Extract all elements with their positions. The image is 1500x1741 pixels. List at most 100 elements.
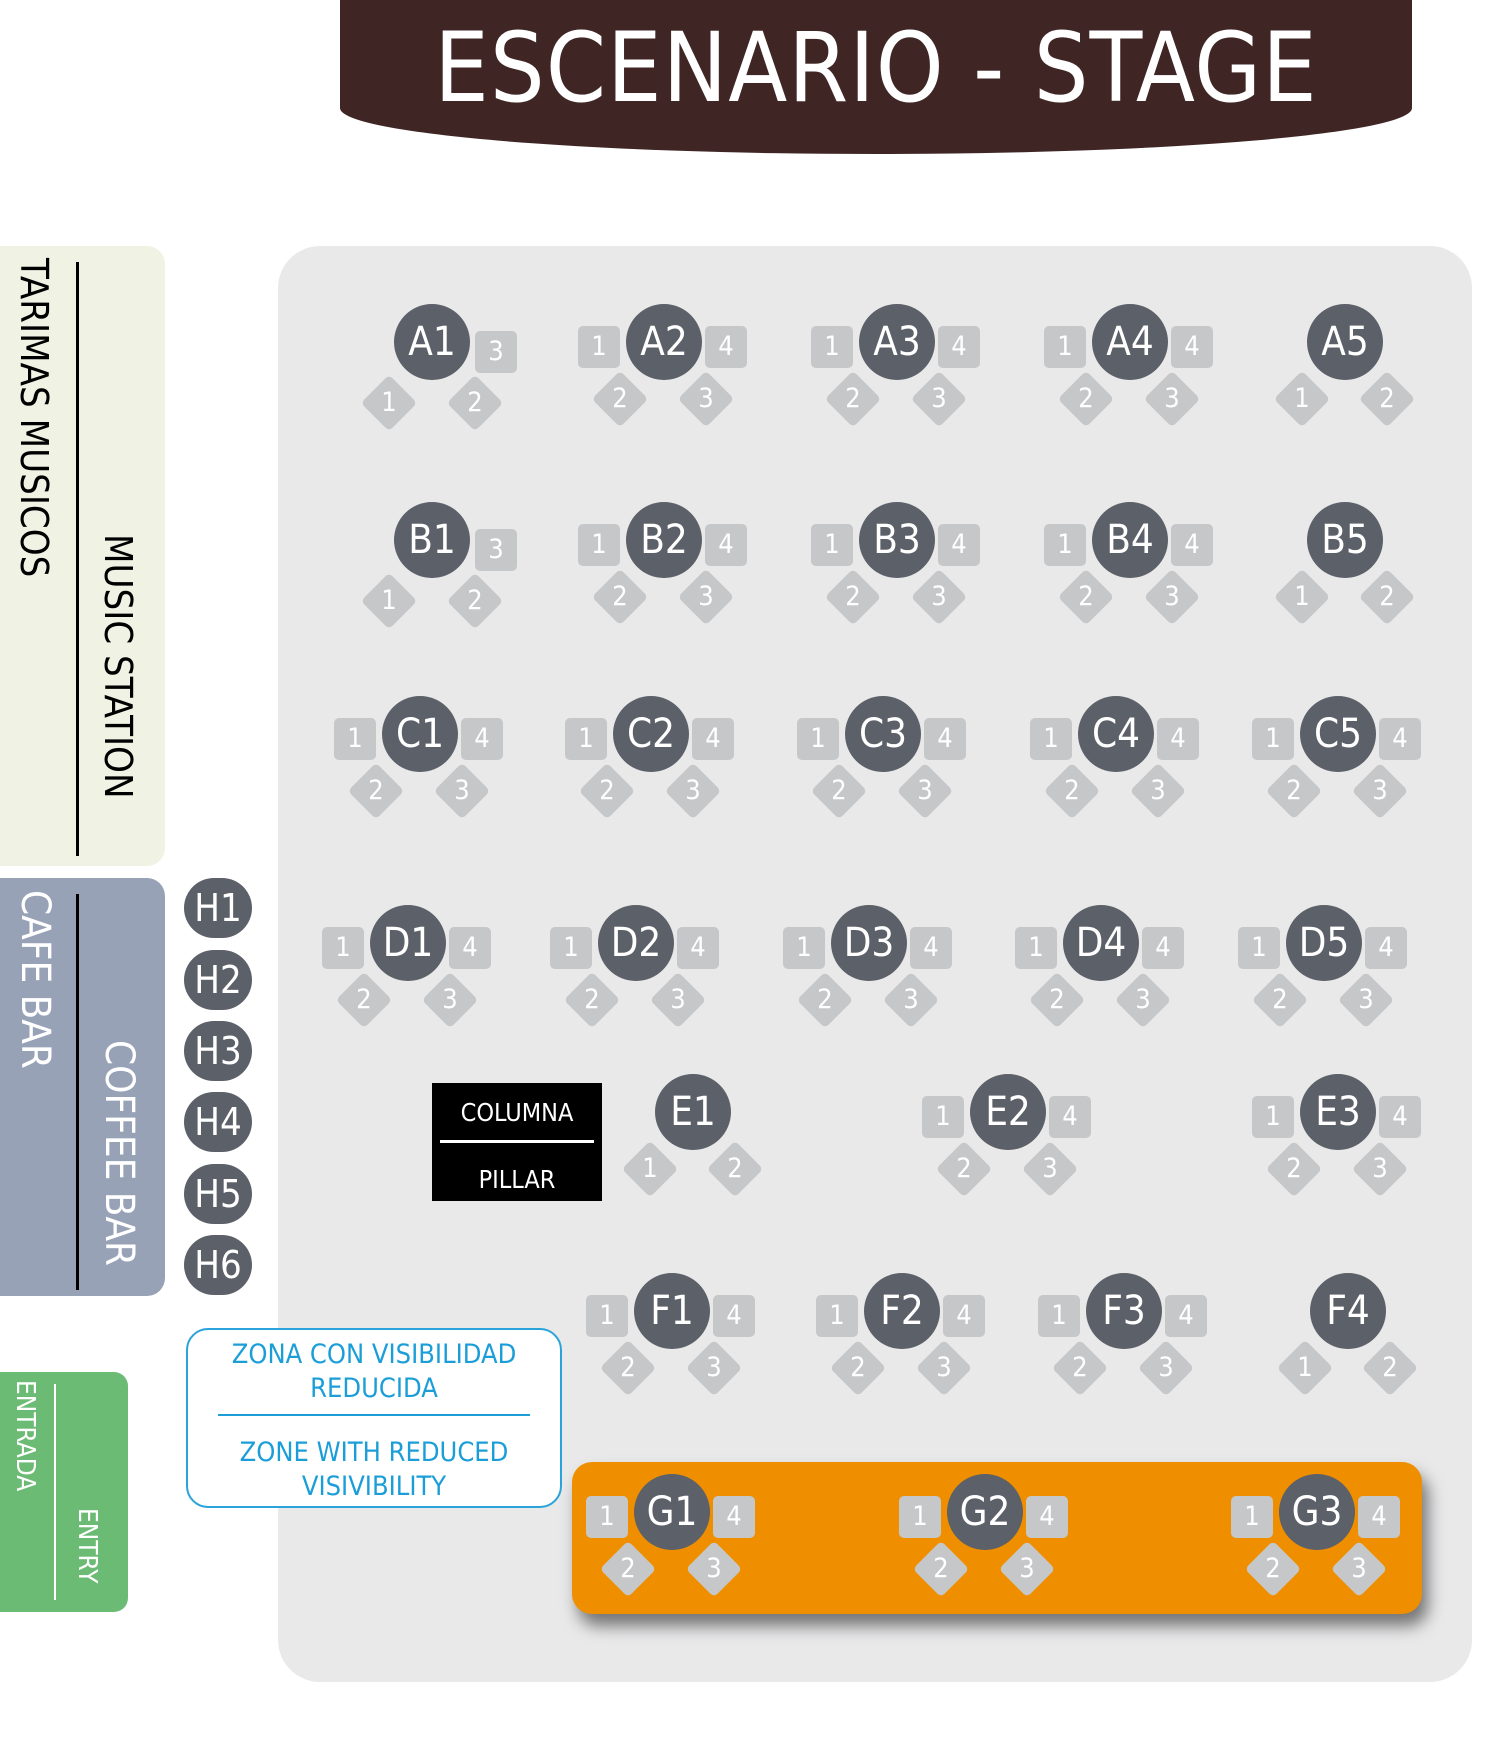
seat-b5-1[interactable]: 1 bbox=[1273, 568, 1331, 626]
seat-d1-3[interactable]: 3 bbox=[421, 971, 479, 1029]
seat-b5-2[interactable]: 2 bbox=[1358, 568, 1416, 626]
seat-c1-4[interactable]: 4 bbox=[461, 718, 503, 760]
seat-f3-4[interactable]: 4 bbox=[1165, 1295, 1207, 1337]
seat-c4-4[interactable]: 4 bbox=[1157, 718, 1199, 760]
seat-d4-4[interactable]: 4 bbox=[1142, 927, 1184, 969]
seat-b4-2[interactable]: 2 bbox=[1057, 568, 1115, 626]
seat-d2-4[interactable]: 4 bbox=[677, 927, 719, 969]
seat-f4-2[interactable]: 2 bbox=[1361, 1339, 1419, 1397]
table-label[interactable]: F4 bbox=[1310, 1273, 1386, 1349]
seat-c4-2[interactable]: 2 bbox=[1043, 762, 1101, 820]
seat-c3-4[interactable]: 4 bbox=[924, 718, 966, 760]
seat-b3-1[interactable]: 1 bbox=[811, 524, 853, 566]
seat-g1-1[interactable]: 1 bbox=[586, 1496, 628, 1538]
seat-a1-1[interactable]: 1 bbox=[360, 374, 418, 432]
table-label[interactable]: G1 bbox=[634, 1474, 710, 1550]
table-label[interactable]: A1 bbox=[394, 304, 470, 380]
seat-c2-3[interactable]: 3 bbox=[664, 762, 722, 820]
seat-d4-2[interactable]: 2 bbox=[1028, 971, 1086, 1029]
seat-a3-2[interactable]: 2 bbox=[824, 370, 882, 428]
table-label[interactable]: B4 bbox=[1092, 502, 1168, 578]
seat-c2-2[interactable]: 2 bbox=[578, 762, 636, 820]
seat-a1-3[interactable]: 3 bbox=[475, 331, 517, 373]
seat-a5-1[interactable]: 1 bbox=[1273, 370, 1331, 428]
seat-c5-4[interactable]: 4 bbox=[1379, 718, 1421, 760]
seat-f3-1[interactable]: 1 bbox=[1038, 1295, 1080, 1337]
table-label[interactable]: C1 bbox=[382, 696, 458, 772]
seat-e2-3[interactable]: 3 bbox=[1021, 1140, 1079, 1198]
seat-g1-2[interactable]: 2 bbox=[599, 1540, 657, 1598]
seat-f3-2[interactable]: 2 bbox=[1051, 1339, 1109, 1397]
table-label[interactable]: C2 bbox=[613, 696, 689, 772]
seat-d3-1[interactable]: 1 bbox=[783, 927, 825, 969]
seat-b1-3[interactable]: 3 bbox=[475, 529, 517, 571]
seat-c4-1[interactable]: 1 bbox=[1030, 718, 1072, 760]
seat-d2-1[interactable]: 1 bbox=[550, 927, 592, 969]
seat-g3-1[interactable]: 1 bbox=[1231, 1496, 1273, 1538]
seat-d3-3[interactable]: 3 bbox=[882, 971, 940, 1029]
bar-stool-h2[interactable]: H2 bbox=[184, 950, 252, 1010]
table-label[interactable]: D1 bbox=[370, 905, 446, 981]
seat-g3-4[interactable]: 4 bbox=[1358, 1496, 1400, 1538]
seat-b1-2[interactable]: 2 bbox=[446, 572, 504, 630]
seat-g2-3[interactable]: 3 bbox=[998, 1540, 1056, 1598]
seat-d1-1[interactable]: 1 bbox=[322, 927, 364, 969]
bar-stool-h4[interactable]: H4 bbox=[184, 1092, 252, 1152]
seat-e1-2[interactable]: 2 bbox=[706, 1140, 764, 1198]
table-label[interactable]: E3 bbox=[1300, 1074, 1376, 1150]
table-label[interactable]: D3 bbox=[831, 905, 907, 981]
seat-e1-1[interactable]: 1 bbox=[621, 1140, 679, 1198]
seat-d3-4[interactable]: 4 bbox=[910, 927, 952, 969]
seat-b4-3[interactable]: 3 bbox=[1143, 568, 1201, 626]
seat-g1-4[interactable]: 4 bbox=[713, 1496, 755, 1538]
seat-c2-4[interactable]: 4 bbox=[692, 718, 734, 760]
seat-g2-4[interactable]: 4 bbox=[1026, 1496, 1068, 1538]
seat-a3-3[interactable]: 3 bbox=[910, 370, 968, 428]
seat-b3-4[interactable]: 4 bbox=[938, 524, 980, 566]
table-label[interactable]: B1 bbox=[394, 502, 470, 578]
seat-f1-4[interactable]: 4 bbox=[713, 1295, 755, 1337]
seat-d1-4[interactable]: 4 bbox=[449, 927, 491, 969]
seat-b2-4[interactable]: 4 bbox=[705, 524, 747, 566]
seat-c1-2[interactable]: 2 bbox=[347, 762, 405, 820]
seat-a2-4[interactable]: 4 bbox=[705, 326, 747, 368]
seat-f2-4[interactable]: 4 bbox=[943, 1295, 985, 1337]
seat-b4-1[interactable]: 1 bbox=[1044, 524, 1086, 566]
seat-a2-3[interactable]: 3 bbox=[677, 370, 735, 428]
seat-f3-3[interactable]: 3 bbox=[1137, 1339, 1195, 1397]
seat-b2-2[interactable]: 2 bbox=[591, 568, 649, 626]
bar-stool-h6[interactable]: H6 bbox=[184, 1235, 252, 1295]
seat-f2-1[interactable]: 1 bbox=[816, 1295, 858, 1337]
seat-g2-2[interactable]: 2 bbox=[912, 1540, 970, 1598]
seat-d4-1[interactable]: 1 bbox=[1015, 927, 1057, 969]
seat-b4-4[interactable]: 4 bbox=[1171, 524, 1213, 566]
seat-g2-1[interactable]: 1 bbox=[899, 1496, 941, 1538]
table-label[interactable]: D5 bbox=[1286, 905, 1362, 981]
seat-c3-3[interactable]: 3 bbox=[896, 762, 954, 820]
seat-e3-2[interactable]: 2 bbox=[1265, 1140, 1323, 1198]
seat-a4-4[interactable]: 4 bbox=[1171, 326, 1213, 368]
table-label[interactable]: F1 bbox=[634, 1273, 710, 1349]
seat-a1-2[interactable]: 2 bbox=[446, 374, 504, 432]
seat-a5-2[interactable]: 2 bbox=[1358, 370, 1416, 428]
table-label[interactable]: B5 bbox=[1307, 502, 1383, 578]
seat-d2-2[interactable]: 2 bbox=[563, 971, 621, 1029]
seat-a3-4[interactable]: 4 bbox=[938, 326, 980, 368]
seat-a4-2[interactable]: 2 bbox=[1057, 370, 1115, 428]
seat-e2-4[interactable]: 4 bbox=[1049, 1096, 1091, 1138]
table-label[interactable]: B3 bbox=[859, 502, 935, 578]
seat-f4-1[interactable]: 1 bbox=[1276, 1339, 1334, 1397]
seat-f2-2[interactable]: 2 bbox=[829, 1339, 887, 1397]
seat-a4-1[interactable]: 1 bbox=[1044, 326, 1086, 368]
table-label[interactable]: C5 bbox=[1300, 696, 1376, 772]
seat-c5-2[interactable]: 2 bbox=[1265, 762, 1323, 820]
table-label[interactable]: A2 bbox=[626, 304, 702, 380]
seat-f2-3[interactable]: 3 bbox=[915, 1339, 973, 1397]
table-label[interactable]: A5 bbox=[1307, 304, 1383, 380]
seat-b3-3[interactable]: 3 bbox=[910, 568, 968, 626]
seat-c5-1[interactable]: 1 bbox=[1252, 718, 1294, 760]
seat-d5-4[interactable]: 4 bbox=[1365, 927, 1407, 969]
seat-b1-1[interactable]: 1 bbox=[360, 572, 418, 630]
seat-c5-3[interactable]: 3 bbox=[1351, 762, 1409, 820]
seat-e3-1[interactable]: 1 bbox=[1252, 1096, 1294, 1138]
